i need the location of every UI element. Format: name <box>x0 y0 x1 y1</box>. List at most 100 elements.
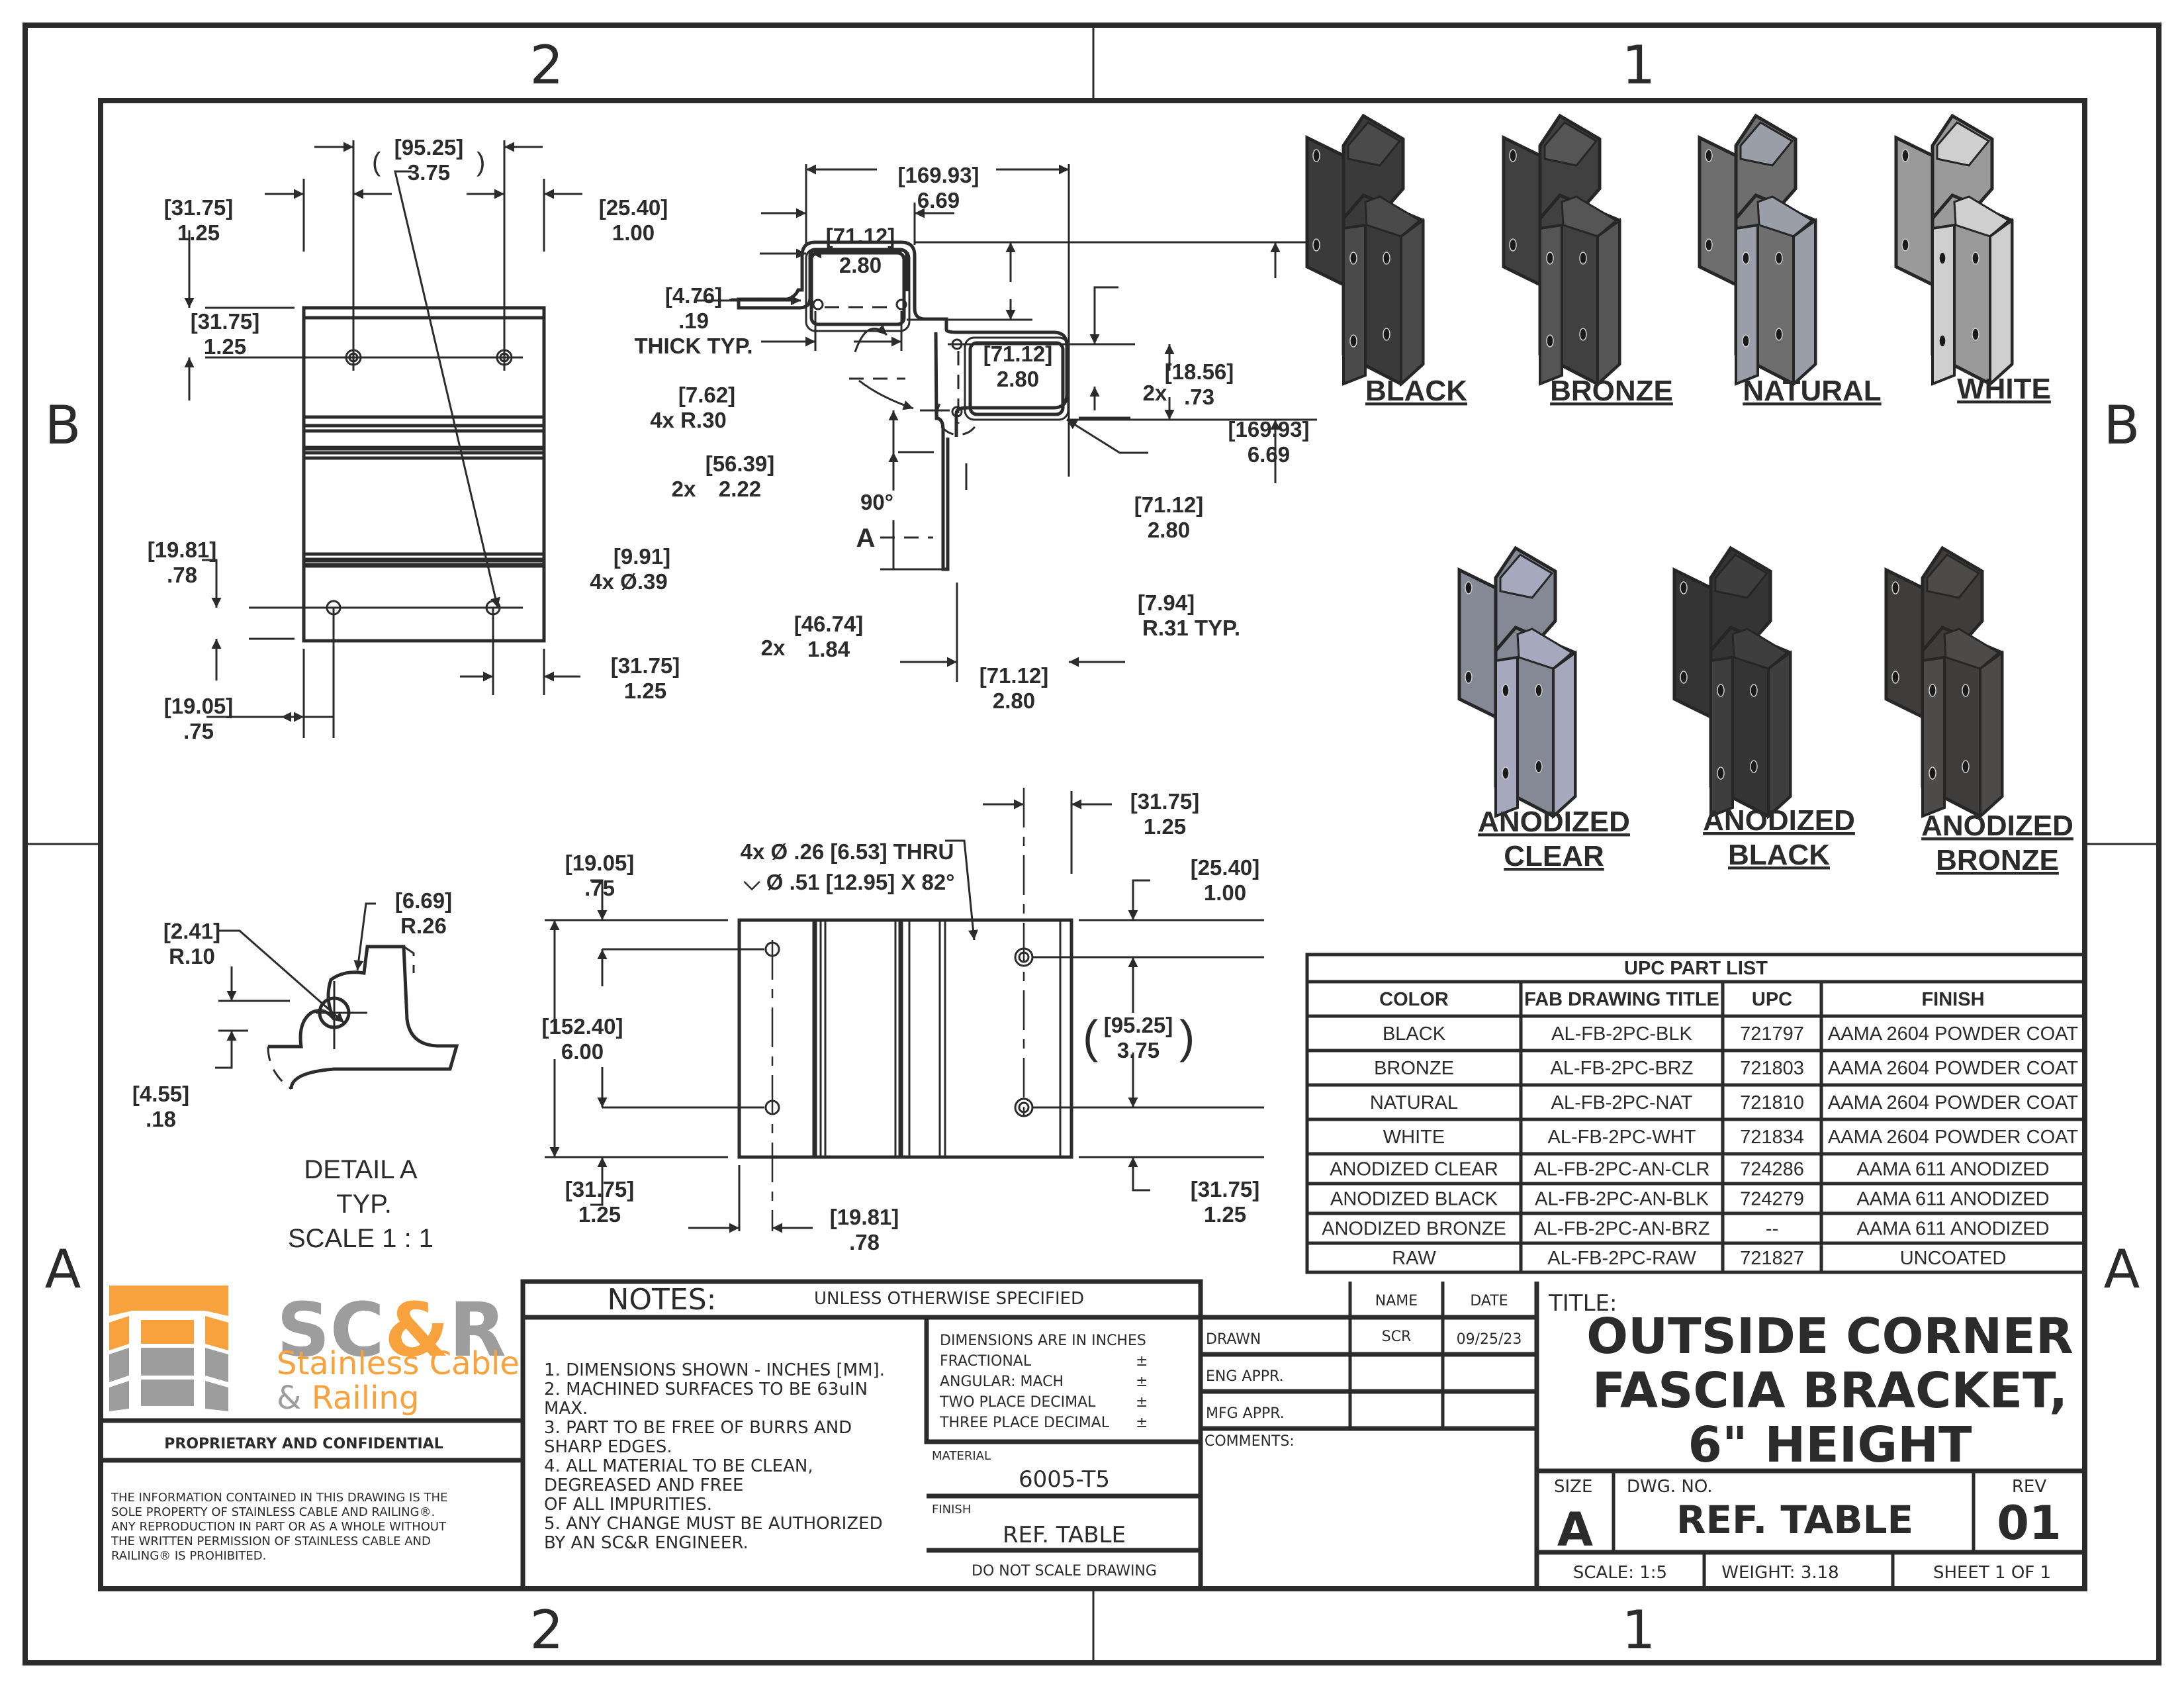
finish-value: REF. TABLE <box>1003 1522 1126 1548</box>
bolt-hole-icon <box>1465 581 1473 594</box>
bolt-hole-icon <box>1680 671 1688 684</box>
bolt-hole-icon <box>1579 252 1587 265</box>
dim-overall-width-in: 6.69 <box>917 188 960 212</box>
tolerance-label: FRACTIONAL <box>940 1353 1032 1370</box>
dim-gap-in: .18 <box>146 1107 176 1131</box>
dim-thickness-in: .19 <box>678 308 709 333</box>
bolt-hole-icon <box>1349 334 1357 348</box>
title-line-3: 6" HEIGHT <box>1688 1417 1972 1474</box>
table-cell: 721797 <box>1740 1023 1804 1045</box>
dim-offset-qty: 2x <box>1143 381 1167 405</box>
detail-a-view: [2.41] R.10 [6.69] R.26 [4.55] .18 DETAI… <box>132 888 459 1253</box>
size-label: SIZE <box>1554 1477 1592 1497</box>
material-label: MATERIAL <box>932 1449 991 1463</box>
bolt-hole-icon <box>1938 334 1946 348</box>
table-cell: 724279 <box>1740 1189 1804 1210</box>
approvals-header-name: NAME <box>1375 1293 1418 1309</box>
tolerance-sign: ± <box>1136 1374 1148 1390</box>
table-cell: AL-FB-2PC-RAW <box>1547 1248 1696 1269</box>
bolt-hole-icon <box>1579 328 1587 341</box>
dim-bottom-right-in: 1.25 <box>624 679 666 703</box>
notes-heading: NOTES: <box>608 1283 717 1317</box>
dim-r26-mm: [6.69] <box>395 888 452 913</box>
zone-markers: 2 1 2 1 B A B A <box>45 34 2140 1661</box>
tolerance-label: ANGULAR: MACH <box>940 1374 1064 1390</box>
profile-view: [169.93] 6.69 [71.12] 2.80 [4.76] .19 TH… <box>634 163 1317 713</box>
dim-flange-qty: 2x <box>672 477 696 501</box>
finish-label: NATURAL <box>1743 375 1881 407</box>
table-cell: AAMA 2604 POWDER COAT <box>1828 1023 2078 1045</box>
note-line: DEGREASED AND FREE <box>544 1476 744 1495</box>
dim-right-edge-in: 1.00 <box>612 220 655 245</box>
dim-hole-span-in: 3.75 <box>408 160 450 185</box>
approval-role: ENG APPR. <box>1206 1368 1283 1385</box>
dim-side-right-top-mm: [25.40] <box>1191 855 1260 880</box>
table-cell: NATURAL <box>1370 1092 1458 1113</box>
dim-side-right-bottom-in: 1.25 <box>1204 1202 1246 1227</box>
dim-box-width-mm: [71.12] <box>826 224 895 248</box>
table-cell: UNCOATED <box>1900 1248 2007 1269</box>
bolt-hole-icon <box>1972 252 1979 265</box>
dim-box2-height-in: 2.80 <box>1148 518 1190 542</box>
dim-side-bottom-in: 1.25 <box>578 1202 621 1227</box>
tolerance-label: TWO PLACE DECIMAL <box>939 1394 1096 1411</box>
zone-right-a: A <box>2104 1239 2140 1300</box>
table-cell: -- <box>1766 1219 1778 1240</box>
sheet-value: SHEET 1 OF 1 <box>1933 1563 2051 1583</box>
dim-bottom-left-mm: [19.05] <box>164 694 234 718</box>
notes-list: 1. DIMENSIONS SHOWN - INCHES [MM]. 2. MA… <box>544 1360 885 1553</box>
note-line: SHARP EDGES. <box>544 1437 672 1457</box>
disclaimer-line: THE WRITTEN PERMISSION OF STAINLESS CABL… <box>111 1534 431 1548</box>
front-view: [95.25] 3.75 ( ) [31.75] 1.25 [25.40] 1.… <box>148 135 680 743</box>
table-cell: AL-FB-2PC-BRZ <box>1551 1058 1694 1079</box>
upc-table-title: UPC PART LIST <box>1624 958 1768 979</box>
approval-role: MFG APPR. <box>1206 1405 1285 1422</box>
bolt-hole-icon <box>1535 760 1543 773</box>
dim-thickness-mm: [4.76] <box>665 283 722 308</box>
dim-top-hole-in: 1.25 <box>204 334 246 359</box>
dim-bottom-hole-in: .78 <box>167 563 197 587</box>
detail-a-scale: SCALE 1 : 1 <box>288 1224 433 1253</box>
table-cell: AL-FB-2PC-NAT <box>1551 1092 1693 1113</box>
bolt-hole-icon <box>1962 684 1970 697</box>
bolt-hole-icon <box>1312 238 1320 252</box>
dim-side-right-edge-in: 1.25 <box>1144 814 1186 839</box>
dim-overall-height-mm: [169.93] <box>1228 417 1310 442</box>
bolt-hole-icon <box>1502 684 1510 697</box>
finish-label: ANODIZED <box>1703 804 1855 837</box>
table-cell: AL-FB-2PC-AN-BLK <box>1535 1189 1709 1210</box>
table-cell: BLACK <box>1383 1023 1446 1045</box>
material-value: 6005-T5 <box>1019 1466 1110 1493</box>
dim-side-right-bottom-mm: [31.75] <box>1191 1177 1260 1201</box>
bolt-hole-icon <box>1750 760 1758 773</box>
hole-note-csk: ⌵ Ø .51 [12.95] X 82° <box>743 870 955 894</box>
bolt-hole-icon <box>1901 238 1909 252</box>
dim-leg-mm: [46.74] <box>794 612 864 636</box>
disclaimer-line: SOLE PROPERTY OF STAINLESS CABLE AND RAI… <box>111 1505 435 1519</box>
approvals-header-date: DATE <box>1470 1293 1508 1309</box>
dim-right-edge-mm: [25.40] <box>599 195 668 220</box>
column-header: UPC <box>1752 989 1792 1010</box>
table-cell: BRONZE <box>1374 1058 1454 1079</box>
bolt-hole-icon <box>1962 760 1970 773</box>
dim-bottom-left-in: .75 <box>183 719 214 743</box>
dim-box-height-in: 2.80 <box>997 367 1039 391</box>
dim-left-edge-in: 1.25 <box>177 220 220 245</box>
zone-left-a: A <box>45 1239 81 1300</box>
bolt-hole-icon <box>1891 581 1899 594</box>
dim-box2-width-in: 2.80 <box>993 688 1035 713</box>
table-cell: AAMA 2604 POWDER COAT <box>1828 1092 2078 1113</box>
dim-top-hole-mm: [31.75] <box>191 309 260 334</box>
bolt-hole-icon <box>1775 328 1783 341</box>
bolt-hole-icon <box>1742 252 1750 265</box>
dim-box2-width-mm: [71.12] <box>979 663 1049 688</box>
dim-r10-mm: [2.41] <box>163 919 220 943</box>
dim-r30-in: 4x R.30 <box>650 408 727 432</box>
finish-rendering <box>1894 113 2014 387</box>
